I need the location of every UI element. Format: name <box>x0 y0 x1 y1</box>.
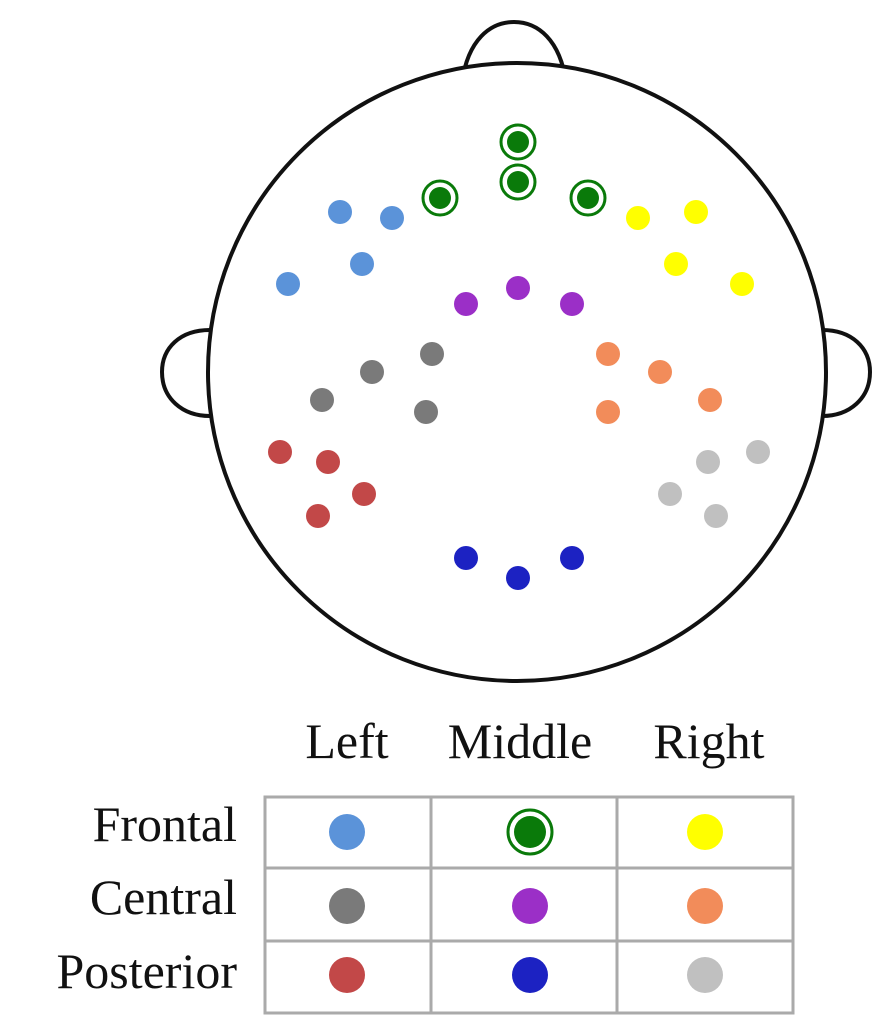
legend-swatch-frontal-middle-ring <box>506 808 554 856</box>
electrode-posterior-left <box>268 440 292 464</box>
electrode-frontal-left <box>350 252 374 276</box>
electrode-posterior-left <box>316 450 340 474</box>
electrode-central-middle <box>560 292 584 316</box>
row-label-central: Central <box>89 869 237 925</box>
electrode-posterior-middle <box>454 546 478 570</box>
electrode-central-middle <box>454 292 478 316</box>
legend-grid-border <box>263 795 795 1015</box>
electrode-posterior-right <box>704 504 728 528</box>
legend-swatch-frontal-left <box>329 814 365 850</box>
electrode-frontal-right <box>626 206 650 230</box>
row-label-posterior: Posterior <box>56 943 237 999</box>
electrode-frontal-right <box>684 200 708 224</box>
electrode-central-middle <box>506 276 530 300</box>
electrode-posterior-left <box>306 504 330 528</box>
electrode-frontal-middle <box>577 187 599 209</box>
electrode-frontal-left <box>380 206 404 230</box>
electrode-central-right <box>648 360 672 384</box>
electrode-central-right <box>698 388 722 412</box>
nose-outline <box>460 19 568 83</box>
electrode-posterior-right <box>696 450 720 474</box>
electrode-central-left <box>414 400 438 424</box>
legend-swatch-central-middle <box>512 888 548 924</box>
electrode-posterior-right <box>658 482 682 506</box>
head-map <box>159 19 873 683</box>
electrode-posterior-left <box>352 482 376 506</box>
electrode-central-left <box>420 342 444 366</box>
legend-swatch-central-left <box>329 888 365 924</box>
electrode-posterior-right <box>746 440 770 464</box>
left-ear-outline <box>159 328 211 418</box>
legend-swatch-posterior-middle <box>512 957 548 993</box>
scalp-outline <box>206 61 828 683</box>
legend-swatch-posterior-right <box>687 957 723 993</box>
legend-swatch-frontal-right <box>687 814 723 850</box>
electrode-central-left <box>360 360 384 384</box>
column-header-middle: Middle <box>447 713 593 769</box>
row-label-frontal: Frontal <box>92 796 237 852</box>
right-ear-outline <box>821 328 873 418</box>
legend-swatch-frontal-middle <box>514 816 546 848</box>
electrode-frontal-left <box>328 200 352 224</box>
electrode-frontal-middle <box>429 187 451 209</box>
electrode-layer <box>268 123 770 590</box>
electrode-frontal-right <box>730 272 754 296</box>
electrode-posterior-middle <box>560 546 584 570</box>
electrode-frontal-left <box>276 272 300 296</box>
electrode-frontal-middle <box>507 131 529 153</box>
electrode-frontal-right <box>664 252 688 276</box>
legend-swatch-central-right <box>687 888 723 924</box>
legend-swatch-posterior-left <box>329 957 365 993</box>
electrode-frontal-middle <box>507 171 529 193</box>
legend-swatch-layer <box>329 808 723 993</box>
electrode-central-right <box>596 342 620 366</box>
electrode-central-right <box>596 400 620 424</box>
column-header-left: Left <box>305 713 389 769</box>
electrode-central-left <box>310 388 334 412</box>
electrode-posterior-middle <box>506 566 530 590</box>
column-header-right: Right <box>653 713 765 769</box>
